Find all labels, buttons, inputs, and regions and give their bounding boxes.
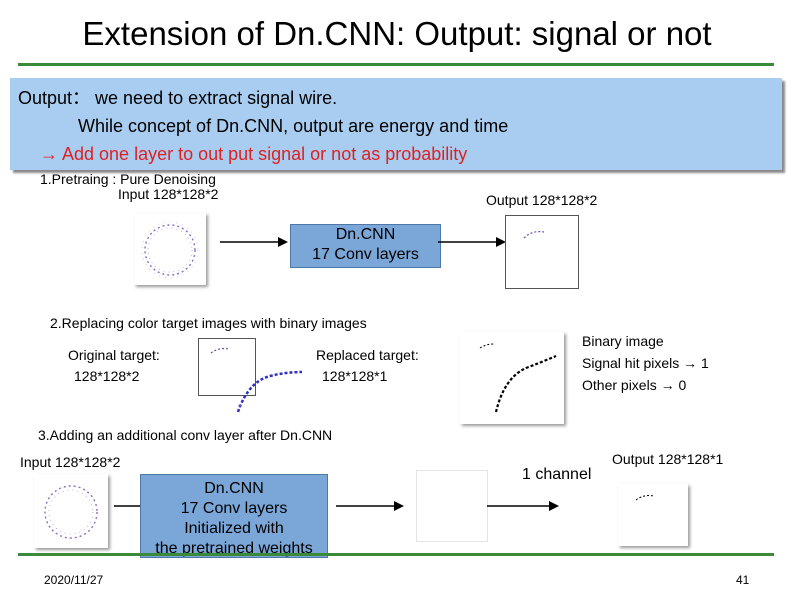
binary-legend-title: Binary image — [582, 333, 664, 349]
banner-line-1: Output： we need to extract signal wire. — [18, 88, 338, 108]
banner-line-3: → Add one layer to out put signal or not… — [40, 144, 468, 164]
original-target-line-1: Original target: — [68, 347, 160, 363]
noisy-input-image — [134, 213, 206, 285]
dncnn3-line-1: Dn.CNN — [204, 480, 264, 497]
slide-title: Extension of Dn.CNN: Output: signal or n… — [82, 15, 712, 52]
arrow-input-to-dncnn — [220, 237, 288, 247]
binary-legend-other: Other pixels → 0 — [582, 377, 687, 393]
colored-track-image — [236, 370, 303, 413]
replaced-target-line-1: Replaced target: — [316, 347, 419, 363]
step3-input-image — [34, 474, 108, 548]
page-number: 41 — [736, 573, 750, 587]
replaced-target-label: Replaced target: 128*128*1 — [316, 345, 419, 387]
step3-output-image — [618, 484, 688, 546]
one-channel-label: 1 channel — [522, 466, 592, 483]
arrow-dncnn-to-output — [438, 237, 506, 247]
summary-banner: Output： we need to extract signal wire. … — [10, 78, 782, 170]
dncnn3-line-3: Initialized with — [184, 520, 284, 537]
conv-layer-placeholder — [416, 470, 488, 542]
dncnn3-line-4: the pretrained weights — [155, 540, 313, 557]
banner-line-2: While concept of Dn.CNN, output are ener… — [78, 116, 509, 136]
binary-legend-signal: Signal hit pixels → 1 — [582, 355, 709, 371]
footer-date: 2020/11/27 — [44, 573, 104, 587]
footer-divider — [18, 553, 774, 556]
dncnn3-line-2: 17 Conv layers — [180, 500, 288, 517]
step1-label: 1.Pretraing : Pure Denoising — [40, 171, 216, 187]
step3-label: 3.Adding an additional conv layer after … — [38, 427, 333, 443]
denoised-output-image — [505, 215, 579, 289]
original-target-line-2: 128*128*2 — [74, 368, 140, 384]
dncnn-block-step1: Dn.CNN 17 Conv layers — [290, 224, 441, 268]
step2-label: 2.Replacing color target images with bin… — [50, 315, 367, 331]
step3-input-label: Input 128*128*2 — [20, 454, 121, 470]
arrow-conv-to-output — [487, 501, 559, 511]
binary-image-legend: Binary image Signal hit pixels → 1 Other… — [582, 330, 709, 396]
binary-target-image — [460, 332, 564, 424]
original-target-image — [198, 338, 256, 396]
dncnn-block-step3: Dn.CNN 17 Conv layers Initialized with t… — [140, 474, 328, 558]
step1-output-label: Output 128*128*2 — [486, 192, 598, 208]
replaced-target-line-2: 128*128*1 — [322, 368, 388, 384]
step1-input-label: Input 128*128*2 — [118, 186, 219, 202]
dncnn-line-1: Dn.CNN — [335, 226, 396, 243]
arrow-dncnn-to-conv — [336, 501, 404, 511]
title-divider — [18, 63, 774, 66]
dncnn-line-2: 17 Conv layers — [312, 246, 419, 263]
original-target-label: Original target: 128*128*2 — [68, 345, 160, 387]
step3-output-label: Output 128*128*1 — [612, 451, 724, 467]
